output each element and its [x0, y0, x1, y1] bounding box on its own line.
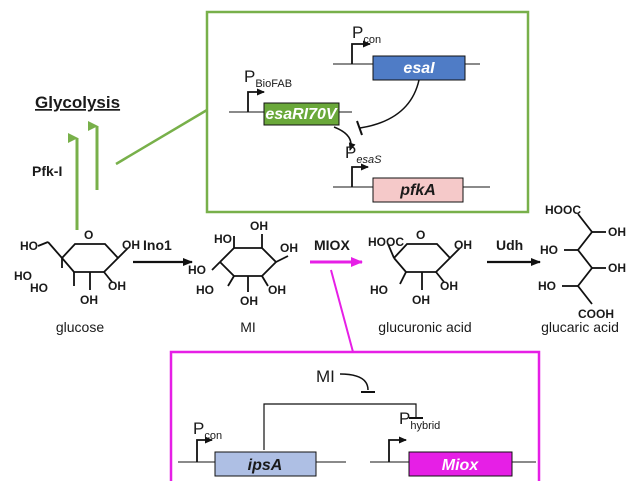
svg-text:HO: HO [214, 232, 232, 246]
svg-text:HOOC: HOOC [368, 235, 404, 249]
svg-text:OH: OH [250, 219, 268, 233]
svg-text:HO: HO [196, 283, 214, 297]
promoter-esas-label: PesaS [345, 143, 382, 166]
green-connector-line [115, 108, 208, 166]
ipsa-gene-box [214, 451, 317, 477]
magenta-circuit-box [169, 350, 541, 481]
promoter-hybrid-label: Phybrid [399, 409, 440, 432]
svg-text:OH: OH [122, 238, 140, 252]
glucuronic-acid-label: glucuronic acid [378, 319, 471, 335]
mi-inducer-label: MI [316, 367, 335, 386]
svg-text:OH: OH [412, 293, 430, 307]
glucose-structure [37, 241, 129, 290]
svg-text:COOH: COOH [578, 307, 614, 321]
esarl70v-gene-label: esaRI70V [265, 106, 337, 123]
glycolysis-label: Glycolysis [35, 93, 120, 112]
promoter-biofab-label: PBioFAB [244, 67, 292, 90]
svg-text:OH: OH [240, 294, 258, 308]
svg-text:O: O [416, 228, 425, 242]
esai-repression-line [359, 79, 420, 129]
glucaric-acid-structure [562, 213, 606, 305]
svg-text:OH: OH [440, 279, 458, 293]
ipsa-repression-line [263, 403, 417, 450]
promoter-con-label: Pcon [352, 23, 381, 46]
svg-text:HO: HO [188, 263, 206, 277]
svg-text:HO: HO [540, 243, 558, 257]
svg-text:HO: HO [370, 283, 388, 297]
mi-label: MI [240, 319, 256, 335]
esar-activation-arrow [333, 126, 356, 151]
udh-label: Udh [496, 237, 523, 253]
svg-text:OH: OH [454, 238, 472, 252]
svg-text:OH: OH [608, 261, 626, 275]
svg-text:HO: HO [20, 239, 38, 253]
svg-text:OH: OH [608, 225, 626, 239]
esai-gene-box [372, 55, 466, 81]
glucose-label: glucose [56, 319, 104, 335]
svg-text:HO: HO [538, 279, 556, 293]
ipsa-gene-label: ipsA [248, 457, 283, 474]
pfka-gene-box [372, 177, 464, 203]
miox-gene-box [408, 451, 513, 477]
svg-text:O: O [84, 228, 93, 242]
promoter-hybrid-arrow [388, 436, 407, 462]
esai-gene-label: esaI [403, 60, 435, 77]
glucuronic-acid-structure [387, 243, 461, 290]
promoter-con-arrow [351, 40, 371, 64]
pfka-gene-label: pfkA [399, 182, 436, 199]
promoter-biofab-arrow [247, 88, 265, 112]
miox-gene-label: Miox [442, 457, 480, 474]
svg-text:HO: HO [30, 281, 48, 295]
svg-text:HOOC: HOOC [545, 203, 581, 217]
green-circuit-box [205, 10, 530, 214]
promoter-con-ipsa-label: Pcon [193, 419, 222, 442]
promoter-esas-arrow [351, 163, 369, 187]
svg-text:OH: OH [108, 279, 126, 293]
esarl70v-gene-box [263, 102, 340, 126]
svg-text:HO: HO [14, 269, 32, 283]
svg-text:OH: OH [280, 241, 298, 255]
magenta-connector-line [330, 269, 354, 353]
svg-text:OH: OH [80, 293, 98, 307]
mi-inhibition-line [339, 373, 369, 391]
ino1-label: Ino1 [143, 237, 172, 253]
glucaric-acid-label: glucaric acid [541, 319, 619, 335]
svg-text:OH: OH [268, 283, 286, 297]
pfk-enzyme-label: Pfk-I [32, 163, 62, 179]
miox-label: MIOX [314, 237, 350, 253]
promoter-con-ipsa-arrow [196, 436, 213, 462]
mi-structure [211, 234, 289, 292]
